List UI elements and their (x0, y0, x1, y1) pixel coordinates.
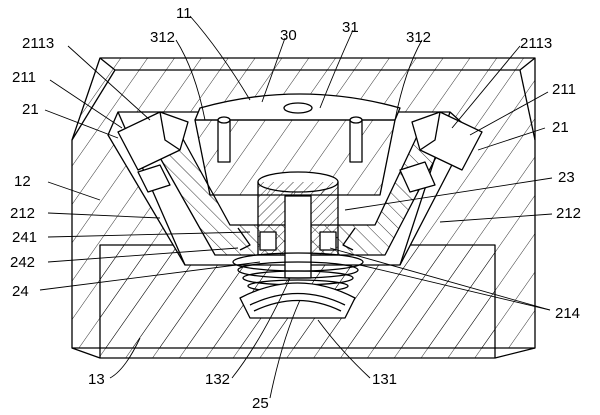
reference-labels: 11 30 31 312 312 2113 2113 211 211 21 21… (10, 5, 581, 412)
label-2113-left: 2113 (22, 35, 54, 52)
right-jaw-21 (399, 111, 483, 193)
label-24: 24 (12, 283, 29, 300)
label-25: 25 (252, 395, 269, 412)
label-211-right: 211 (552, 81, 576, 98)
label-211-left: 211 (12, 69, 36, 86)
label-12: 12 (14, 173, 31, 190)
label-131: 131 (372, 371, 397, 388)
label-132: 132 (205, 371, 230, 388)
label-212-left: 212 (10, 205, 35, 222)
label-21-right: 21 (552, 119, 569, 136)
label-11: 11 (176, 5, 192, 22)
leader-lines (39, 15, 553, 399)
top-plate-31 (194, 93, 401, 196)
label-13: 13 (88, 371, 105, 388)
label-312-left: 312 (150, 29, 175, 46)
label-31: 31 (342, 19, 359, 36)
left-jaw-21 (117, 111, 189, 193)
label-23: 23 (558, 169, 575, 186)
lower-bowl-131 (239, 282, 356, 319)
label-214: 214 (555, 305, 580, 322)
central-mechanism-23 (237, 171, 356, 279)
label-2113-right: 2113 (520, 35, 552, 52)
label-241: 241 (12, 229, 37, 246)
label-242: 242 (10, 254, 35, 271)
label-30: 30 (280, 27, 297, 44)
label-312-right: 312 (406, 29, 431, 46)
label-21-left: 21 (22, 101, 39, 118)
label-212-right: 212 (556, 205, 581, 222)
